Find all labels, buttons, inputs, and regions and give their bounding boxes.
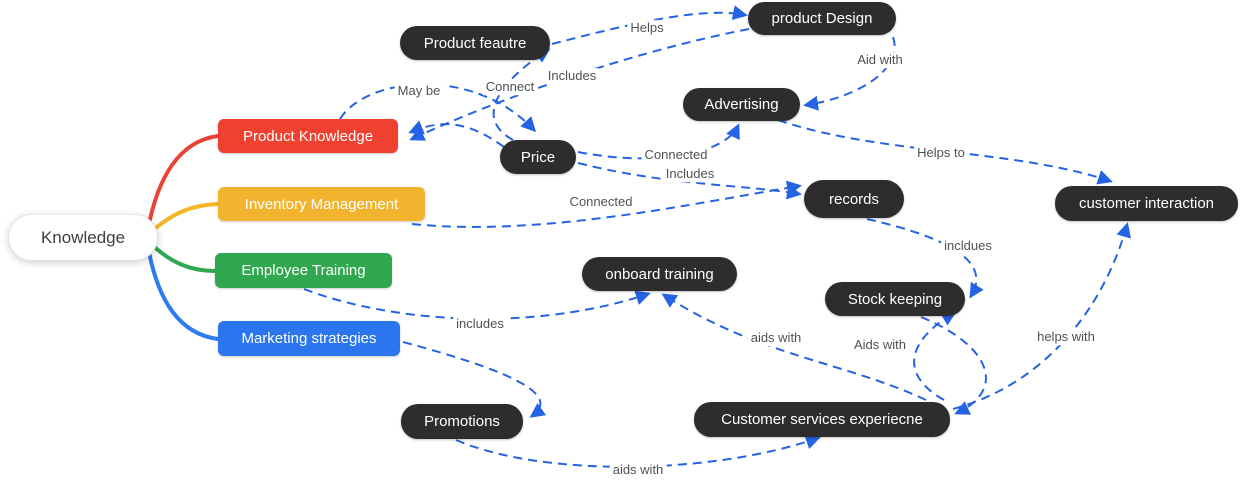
node-records[interactable]: records	[804, 180, 904, 218]
branch-line-inventory-management	[148, 202, 220, 235]
edge-label-aids-with-stock[interactable]: Aids with	[850, 337, 910, 353]
edge-stock-to-customer-services[interactable]	[920, 316, 987, 415]
branch-line-product-knowledge	[146, 134, 220, 231]
edge-label-includes-design[interactable]: Includes	[544, 68, 600, 84]
node-product-knowledge[interactable]: Product Knowledge	[218, 119, 398, 153]
edge-label-aids-with-training[interactable]: aids with	[747, 330, 805, 346]
node-stock-keeping[interactable]: Stock keeping	[825, 282, 965, 316]
node-inventory-management[interactable]: Inventory Management	[218, 187, 425, 221]
node-product-design[interactable]: product Design	[748, 2, 896, 35]
branch-line-marketing-strategies	[146, 245, 220, 341]
edge-label-includes-training[interactable]: includes	[453, 316, 507, 332]
node-advertising[interactable]: Advertising	[683, 88, 800, 121]
node-product-feautre[interactable]: Product feautre	[400, 26, 550, 60]
node-employee-training[interactable]: Employee Training	[215, 253, 392, 288]
branch-line-employee-training	[148, 241, 217, 273]
edge-label-helps[interactable]: Helps	[627, 20, 667, 36]
node-marketing-strategies[interactable]: Marketing strategies	[218, 321, 400, 356]
edge-label-aid-with[interactable]: Aid with	[854, 52, 906, 68]
node-customer-interaction[interactable]: customer interaction	[1055, 186, 1238, 221]
edge-label-connected-advertising[interactable]: Connected	[641, 147, 711, 163]
node-customer-services-experiecne[interactable]: Customer services experiecne	[694, 402, 950, 437]
node-price[interactable]: Price	[500, 140, 576, 174]
edge-label-aids-with-customer[interactable]: aids with	[609, 462, 667, 478]
edge-label-may-be[interactable]: May be	[394, 83, 444, 99]
edge-connected-records[interactable]	[411, 180, 802, 228]
edge-label-helps-to[interactable]: Helps to	[914, 145, 968, 161]
edge-marketing-to-promotions[interactable]	[402, 341, 547, 418]
edge-label-connect[interactable]: Connect	[482, 79, 538, 95]
node-knowledge[interactable]: Knowledge	[8, 214, 158, 261]
edge-aids-with-stock[interactable]	[913, 311, 957, 401]
edge-includes-training[interactable]	[303, 288, 651, 320]
edge-label-helps-with[interactable]: helps with	[1034, 329, 1098, 345]
edge-helps[interactable]	[551, 5, 748, 45]
edge-aids-with-customer[interactable]	[455, 434, 821, 468]
node-promotions[interactable]: Promotions	[401, 404, 523, 439]
edge-label-includes-records[interactable]: Includes	[662, 166, 718, 182]
node-onboard-training[interactable]: onboard training	[582, 257, 737, 291]
edge-connect[interactable]	[492, 48, 551, 141]
edge-label-incldues[interactable]: incldues	[941, 238, 995, 254]
edge-aids-with-training[interactable]	[661, 293, 927, 401]
edge-includes-records[interactable]	[577, 162, 802, 200]
edge-aid-with[interactable]	[803, 36, 896, 111]
edge-label-connected-records[interactable]: Connected	[566, 194, 636, 210]
edge-price-to-product-knowledge[interactable]	[408, 120, 505, 148]
